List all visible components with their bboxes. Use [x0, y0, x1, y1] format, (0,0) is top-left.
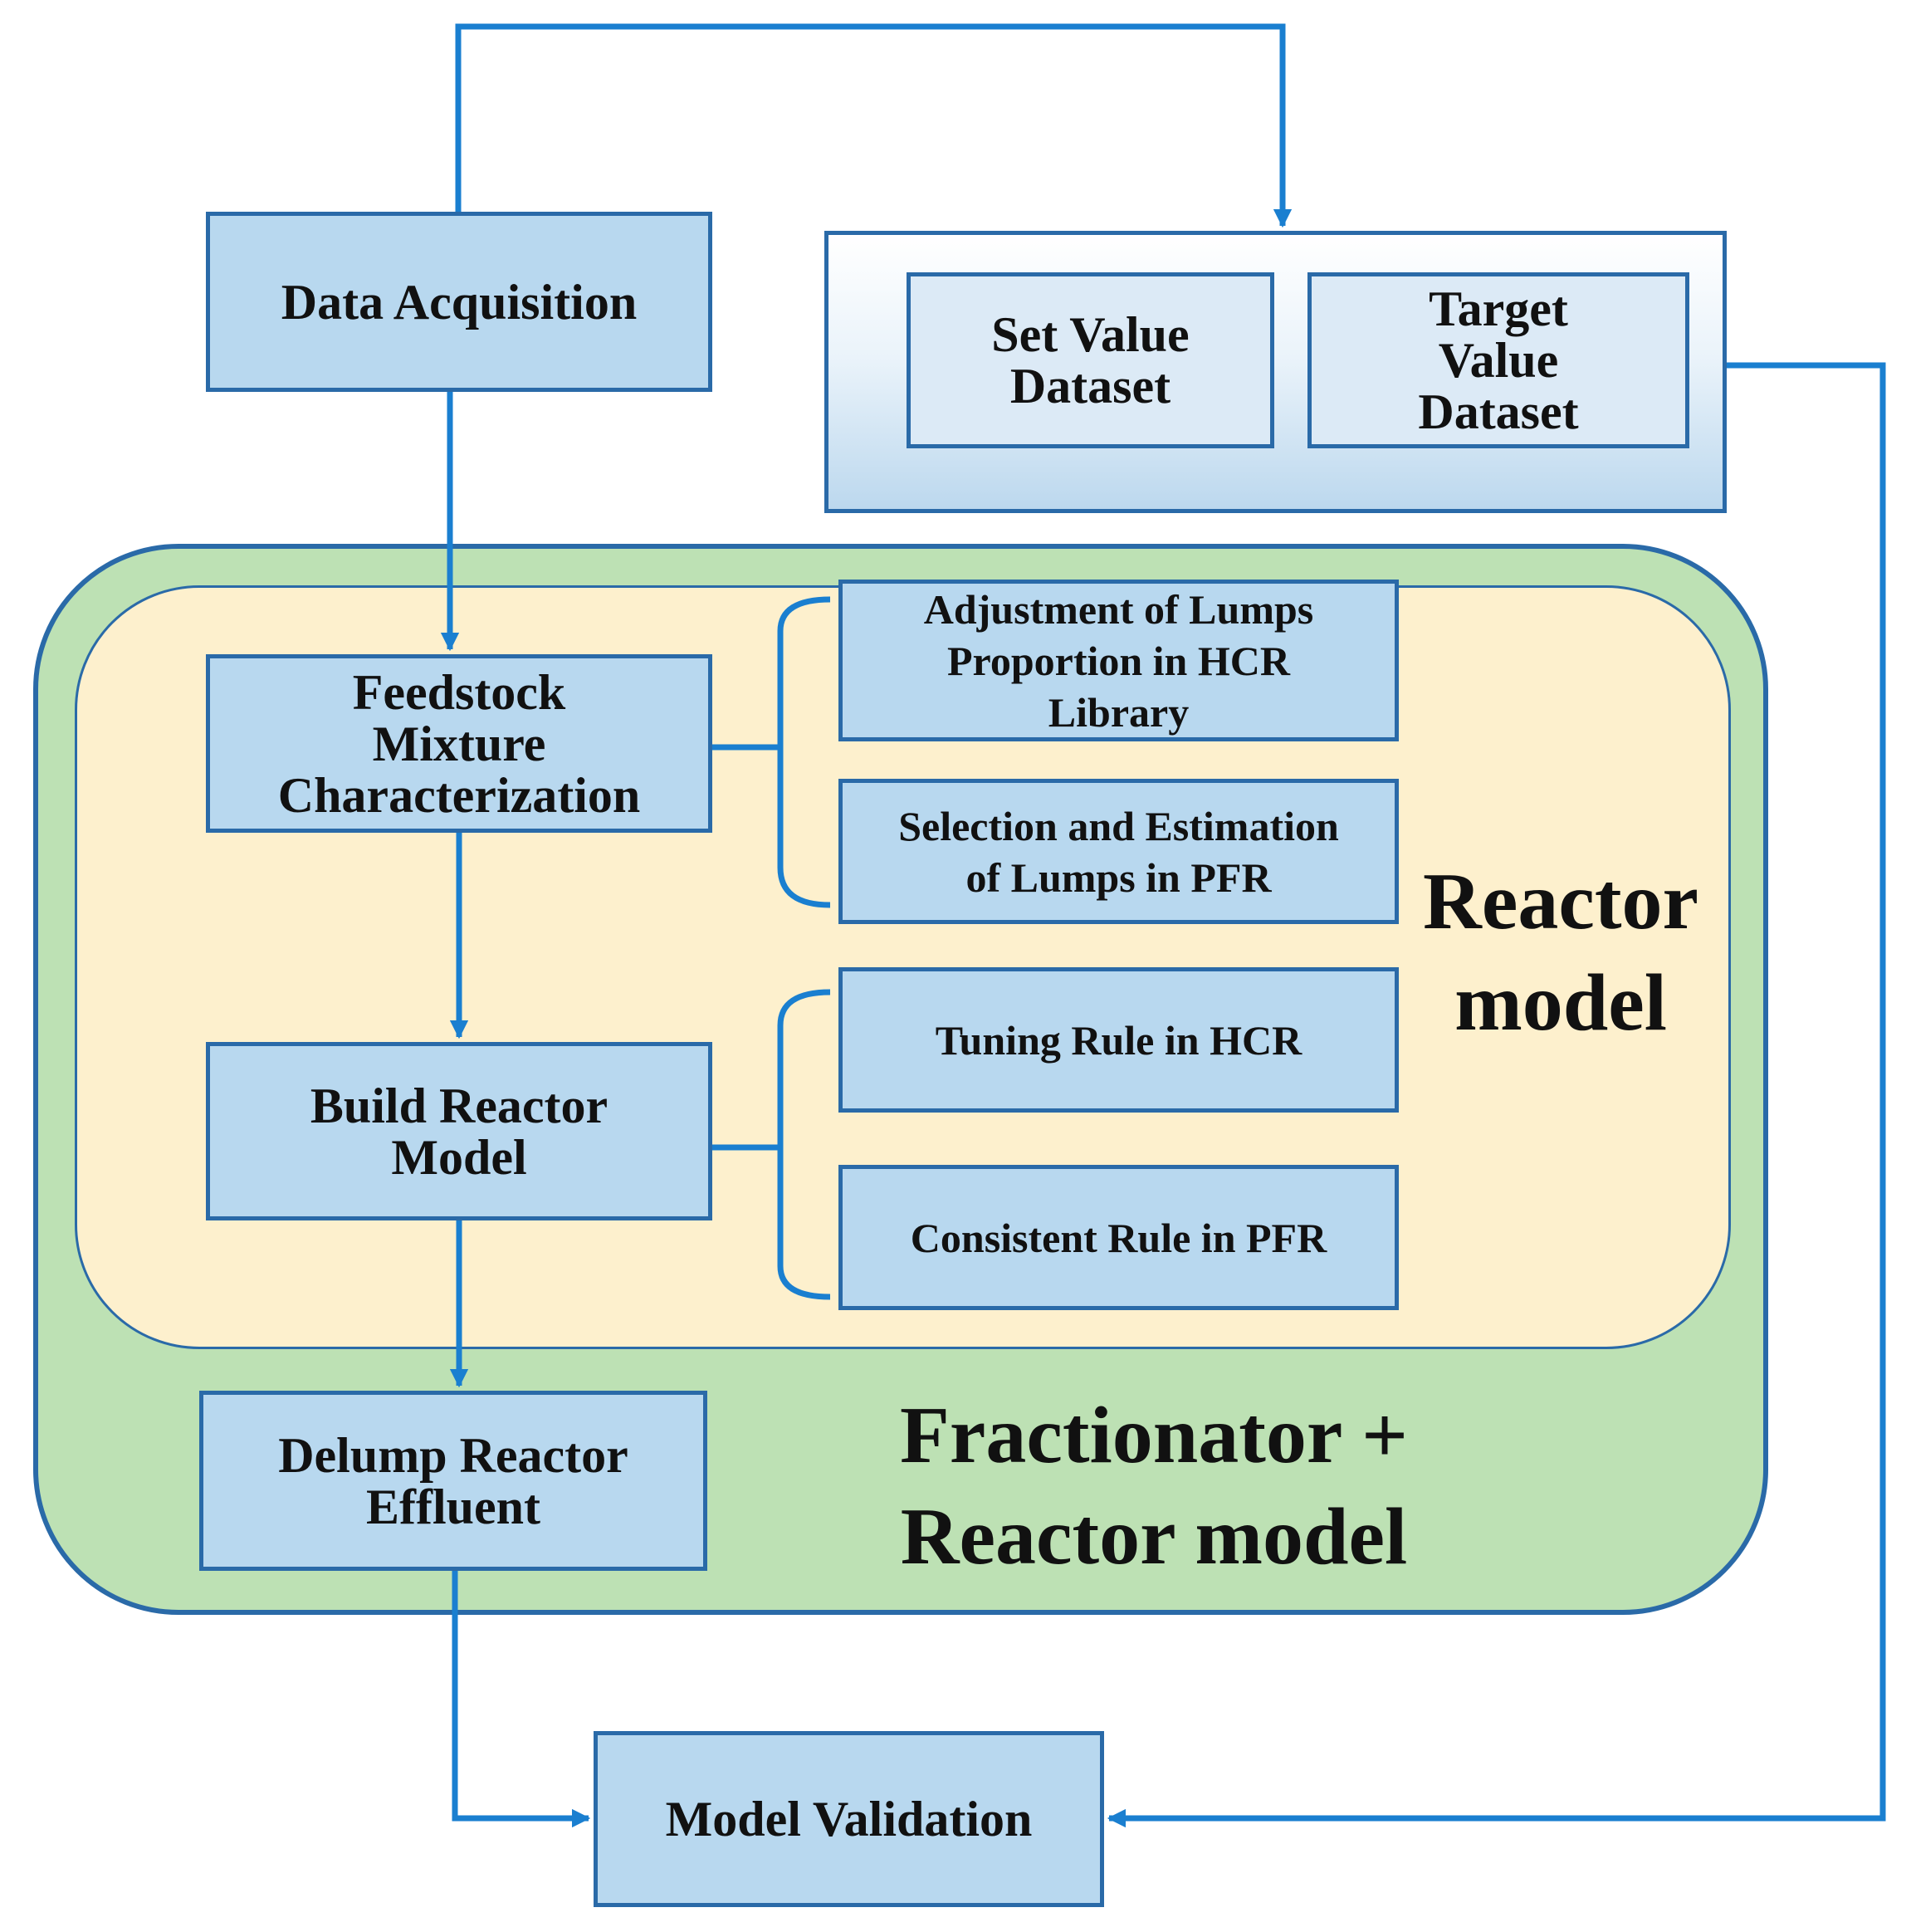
lumps-selection-box: Selection and Estimation of Lumps in PFR: [838, 779, 1399, 924]
arrow-acquisition-to-datasets: [455, 23, 1293, 228]
delump-reactor-effluent-box: Delump Reactor Effluent: [199, 1391, 707, 1571]
set-value-dataset-box: Set Value Dataset: [907, 272, 1274, 448]
fractionator-reactor-model-label: Fractionator + Reactor model: [900, 1391, 1408, 1582]
lumps-adjustment-box: Adjustment of Lumps Proportion in HCR Li…: [838, 580, 1399, 741]
brace-feedstock: [712, 596, 831, 908]
target-value-dataset-box: Target Value Dataset: [1307, 272, 1689, 448]
feedstock-characterization-box: Feedstock Mixture Characterization: [206, 654, 712, 833]
arrow-delump-to-validation: [452, 1571, 591, 1828]
consistent-rule-box: Consistent Rule in PFR: [838, 1165, 1399, 1310]
arrow-datasets-to-validation: [1107, 362, 1886, 1828]
reactor-model-label: Reactor model: [1423, 857, 1698, 1048]
data-acquisition-box: Data Acquisition: [206, 212, 712, 392]
tuning-rule-box: Tuning Rule in HCR: [838, 967, 1399, 1113]
build-reactor-model-box: Build Reactor Model: [206, 1042, 712, 1220]
model-validation-box: Model Validation: [594, 1731, 1104, 1907]
brace-build: [712, 989, 831, 1300]
